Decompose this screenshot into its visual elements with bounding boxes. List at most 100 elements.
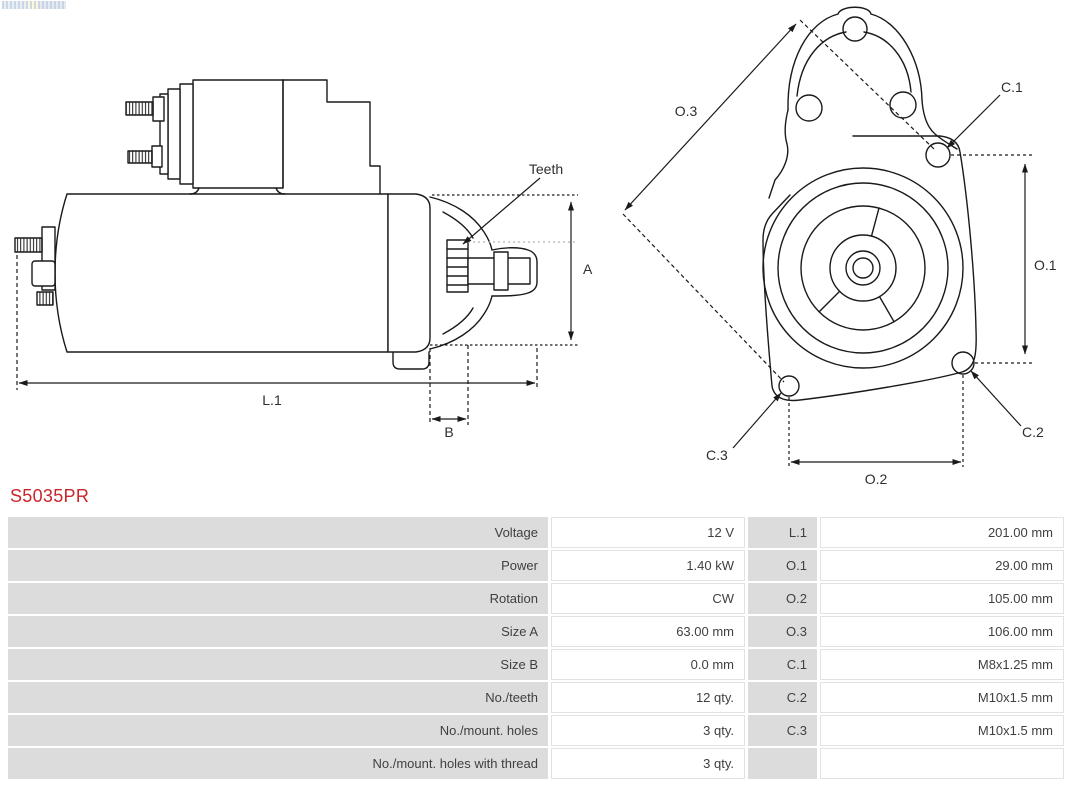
dim-value-cell: M8x1.25 mm (820, 649, 1064, 680)
spec-label-cell: No./mount. holes (8, 715, 548, 746)
dim-key-cell: C.2 (748, 682, 817, 713)
terminal-stud2-icon (36, 291, 54, 306)
solenoid-foot-right (275, 187, 286, 195)
bell-top-curve (429, 196, 493, 251)
technical-drawings: Teeth A L.1 B (14, 6, 1057, 487)
spec-value-cell: 3 qty. (551, 715, 745, 746)
dim-key-cell: C.1 (748, 649, 817, 680)
spec-label-cell: Size B (8, 649, 548, 680)
spec-value-cell: CW (551, 583, 745, 614)
hub-spoke-left (818, 290, 841, 313)
mount-hole-c1 (925, 142, 951, 168)
as-pl-logo (2, 1, 66, 9)
flange-circle-3 (800, 205, 926, 331)
part-number: S5035PR (10, 486, 90, 506)
side-view-dimensions (16, 177, 578, 425)
dim-value-cell: 105.00 mm (820, 583, 1064, 614)
bell-edge-right-down (921, 99, 958, 150)
hub-spoke-right (878, 295, 895, 323)
spec-value-cell: 3 qty. (551, 748, 745, 779)
shaft-center (852, 257, 874, 279)
motor-body (54, 193, 389, 353)
dim-o1-label: O.1 (1034, 257, 1057, 273)
spec-label-cell: Voltage (8, 517, 548, 548)
solenoid-terminal-plate1 (152, 96, 165, 122)
dim-o2-label: O.2 (865, 471, 888, 487)
spec-label-cell: No./mount. holes with thread (8, 748, 548, 779)
spec-value-cell: 0.0 mm (551, 649, 745, 680)
c3-leader (732, 392, 782, 449)
side-view-drawing (14, 79, 538, 370)
solenoid-body (192, 79, 284, 189)
terminal-stud-icon (14, 237, 43, 253)
dim-key-cell: O.2 (748, 583, 817, 614)
solenoid-terminal-plate2 (151, 145, 163, 168)
c2-leader (970, 370, 1022, 427)
mount-hole-c3 (778, 375, 800, 397)
dim-value-cell: M10x1.5 mm (820, 715, 1064, 746)
dim-value-cell: 201.00 mm (820, 517, 1064, 548)
solenoid-stud2-icon (127, 150, 153, 164)
bell-inner-top (442, 211, 474, 239)
hub-circle-inner (845, 250, 881, 286)
dim-key-cell: L.1 (748, 517, 817, 548)
bell-hole-right (889, 91, 917, 119)
bell-inner-bottom (442, 307, 474, 335)
spec-table: Voltage 12 V L.1 201.00 mm Power 1.40 kW… (8, 517, 1064, 779)
solenoid-stud1-icon (125, 101, 154, 116)
dim-o3-label: O.3 (675, 103, 698, 119)
bell-hole-left (795, 94, 823, 122)
spec-value-cell: 12 V (551, 517, 745, 548)
dim-o3-line (624, 23, 797, 211)
dim-a-label: A (583, 261, 593, 277)
bell-inner-arc-left (796, 31, 847, 97)
terminal-nut (31, 260, 56, 287)
front-view-drawing (762, 6, 977, 402)
hub-spoke-up (870, 207, 880, 237)
ext-line-o3-bottom (622, 213, 785, 383)
c1-leader (946, 94, 1001, 149)
solenoid-cap-ring3 (159, 93, 169, 175)
flange-circle-outer (762, 167, 964, 369)
bell-edge-left-down (768, 109, 789, 199)
pinion-teeth (446, 239, 469, 293)
dim-key-cell: O.3 (748, 616, 817, 647)
spec-label-cell: Size A (8, 616, 548, 647)
dim-key-cell: O.1 (748, 550, 817, 581)
ext-line-o3-top (799, 19, 935, 150)
bell-bottom-curve (429, 295, 493, 350)
dim-b-label: B (444, 424, 453, 440)
drive-foot (392, 351, 430, 370)
end-shield (387, 193, 431, 353)
mount-hole-c2 (951, 351, 975, 375)
dim-c1-label: C.1 (1001, 79, 1023, 95)
front-view-dimensions (622, 19, 1032, 467)
flange-circle-2 (777, 182, 949, 354)
solenoid-cap-ring1 (179, 83, 194, 185)
spec-value-cell: 12 qty. (551, 682, 745, 713)
bell-tab-top (837, 6, 872, 15)
dim-value-cell: 106.00 mm (820, 616, 1064, 647)
spec-label-cell: Power (8, 550, 548, 581)
housing-bridge (282, 79, 381, 195)
teeth-leader (462, 177, 541, 245)
hub-circle (829, 234, 897, 302)
bell-hole-top (842, 16, 868, 42)
bell-nose-top (491, 247, 538, 297)
spec-value-cell: 1.40 kW (551, 550, 745, 581)
dim-value-cell: 29.00 mm (820, 550, 1064, 581)
dim-key-cell (748, 748, 817, 779)
dim-key-cell: C.3 (748, 715, 817, 746)
dim-value-cell (820, 748, 1064, 779)
bell-outline-right (870, 13, 923, 101)
bell-inner-arc-right (863, 31, 912, 93)
shaft-collar (493, 251, 509, 291)
solenoid-foot-left (189, 187, 200, 195)
spec-label-cell: No./teeth (8, 682, 548, 713)
mounting-flange (762, 135, 977, 402)
dim-c2-label: C.2 (1022, 424, 1044, 440)
dim-l1-label: L.1 (262, 392, 282, 408)
dim-c3-label: C.3 (706, 447, 728, 463)
solenoid-cap-ring2 (167, 88, 181, 180)
